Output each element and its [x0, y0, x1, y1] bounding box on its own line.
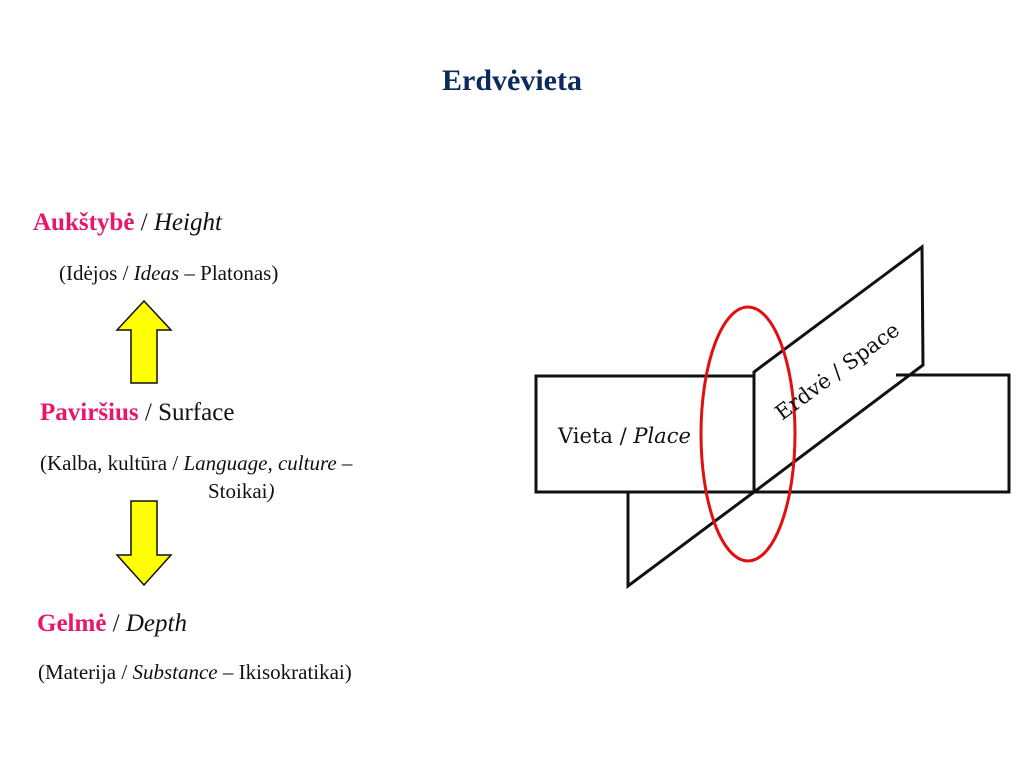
space-plane-lower — [626, 490, 755, 589]
space-label: Erdvė / Space — [771, 318, 904, 425]
height-term: Aukštybė — [33, 209, 135, 236]
surface-detail-line2: Stoikai) — [208, 479, 275, 504]
depth-slash: / — [106, 610, 126, 637]
surface-heading: Paviršius / Surface — [40, 399, 234, 427]
height-translation: Height — [153, 209, 222, 236]
height-slash: / — [134, 209, 154, 236]
surface-detail-italic: Language, culture — [183, 451, 337, 475]
height-detail-open: (Idėjos / — [59, 261, 134, 285]
depth-detail-open: (Materija / — [38, 660, 133, 684]
surface-detail-open: (Kalba, kultūra / — [40, 451, 184, 475]
height-detail-italic: Ideas — [133, 261, 180, 285]
surface-term: Paviršius — [40, 399, 139, 426]
surface-rest: / Surface — [138, 399, 235, 426]
surface-detail-line2-text: Stoikai — [208, 479, 268, 503]
surface-detail-close: ) — [267, 479, 275, 503]
depth-detail: (Materija / Substance – Ikisokratikai) — [38, 660, 352, 685]
intersection-ellipse — [699, 305, 797, 563]
place-label-text: Vieta / — [557, 424, 633, 448]
planes-diagram: Vieta / Place Erdvė / Space — [534, 244, 1011, 589]
height-detail-close: – Platonas) — [179, 261, 279, 285]
surface-detail-dash: – — [336, 451, 353, 475]
height-heading: Aukštybė / Height — [33, 209, 222, 237]
place-plane-right — [754, 373, 1011, 494]
depth-detail-italic: Substance — [132, 660, 218, 684]
depth-translation: Depth — [125, 610, 187, 637]
depth-term: Gelmė — [37, 610, 107, 637]
depth-heading: Gelmė / Depth — [37, 610, 187, 638]
surface-detail-line1: (Kalba, kultūra / Language, culture – — [40, 451, 352, 476]
height-detail: (Idėjos / Ideas – Platonas) — [59, 261, 278, 286]
up-arrow-icon — [115, 300, 173, 384]
depth-detail-close: – Ikisokratikai) — [217, 660, 352, 684]
down-arrow-icon — [115, 500, 173, 586]
slide-title: Erdvėvieta — [442, 64, 582, 97]
place-label: Vieta / Place — [557, 424, 691, 448]
place-label-italic: Place — [632, 424, 691, 448]
